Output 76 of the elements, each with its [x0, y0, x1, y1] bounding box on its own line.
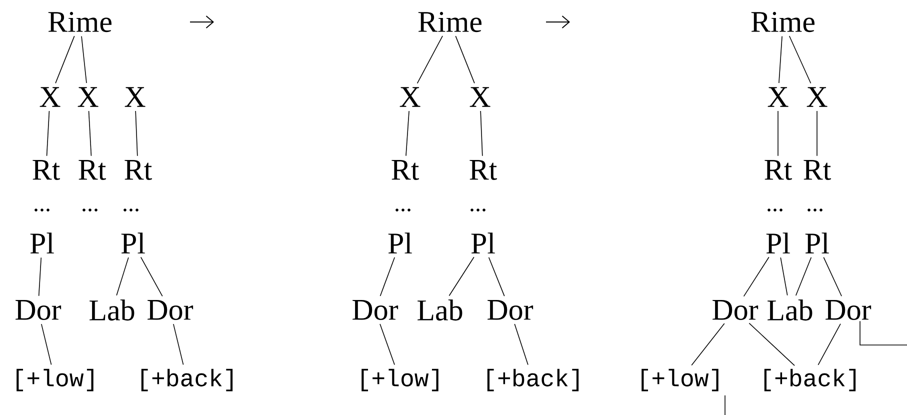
- node-label: Pl: [121, 232, 145, 254]
- node-label: [+back]: [764, 368, 856, 392]
- node-label: Rt: [804, 160, 831, 180]
- branch-line: [55, 36, 75, 84]
- node-label: Dor: [352, 300, 398, 320]
- branch-line: [788, 36, 812, 84]
- branch-line: [488, 257, 505, 296]
- node-label: Dor: [148, 300, 194, 320]
- node-label: Rt: [764, 160, 792, 180]
- ellipsis: ...: [82, 208, 98, 212]
- node-label: Dor: [16, 300, 62, 320]
- node-label: Rt: [78, 160, 106, 180]
- node-label: [+back]: [141, 368, 233, 392]
- node-label: X: [400, 87, 420, 107]
- branch-line: [748, 322, 795, 366]
- branch-line: [778, 36, 782, 84]
- node-label: X: [124, 87, 146, 107]
- node-label: X: [78, 87, 98, 107]
- ellipsis: ...: [396, 208, 410, 212]
- node-label: Rt: [392, 160, 419, 180]
- node-label: Lab: [90, 299, 134, 321]
- branch-line: [514, 324, 528, 366]
- branch-line: [38, 257, 42, 296]
- branch-line: [88, 110, 92, 156]
- node-label: Dor: [488, 300, 534, 320]
- node-label: [+back]: [487, 368, 579, 392]
- node-label: Rime: [751, 12, 814, 32]
- node-label: Rt: [470, 160, 497, 180]
- branch-line: [448, 256, 474, 296]
- node-label: [+low]: [642, 368, 718, 392]
- node-label: Lab: [768, 299, 812, 321]
- branch-line: [116, 257, 129, 296]
- branch-line: [41, 324, 52, 366]
- node-label: X: [806, 87, 828, 107]
- node-label: X: [768, 87, 788, 107]
- branch-line: [135, 110, 138, 156]
- branch-line: [860, 320, 907, 346]
- node-label: Rime: [418, 12, 482, 32]
- branch-line: [743, 256, 770, 297]
- branch-line: [780, 257, 788, 296]
- node-label: Rt: [32, 160, 60, 180]
- node-label: Dor: [826, 300, 872, 320]
- ellipsis: ...: [124, 208, 138, 212]
- branch-line: [416, 36, 443, 84]
- branch-line: [816, 110, 818, 156]
- node-label: [+low]: [16, 368, 94, 392]
- ellipsis: ...: [808, 208, 822, 212]
- ellipsis: ...: [768, 208, 782, 212]
- branch-line: [724, 395, 726, 415]
- node-label: Pl: [30, 232, 54, 254]
- ellipsis: ...: [470, 208, 486, 212]
- node-label: Dor: [712, 300, 758, 320]
- node-label: Pl: [471, 232, 495, 254]
- branch-line: [455, 36, 475, 84]
- node-label: [+low]: [362, 368, 438, 392]
- node-label: Rt: [124, 160, 152, 180]
- branch-line: [46, 110, 50, 156]
- branch-line: [173, 324, 184, 366]
- node-label: Lab: [418, 299, 462, 321]
- node-label: X: [40, 87, 60, 107]
- node-label: X: [470, 87, 490, 107]
- node-label: Pl: [388, 232, 412, 254]
- node-label: Rime: [48, 12, 112, 32]
- branch-line: [406, 110, 410, 156]
- node-label: Pl: [805, 232, 829, 254]
- branch-line: [691, 323, 725, 366]
- branch-line: [81, 36, 87, 84]
- branch-line: [818, 323, 841, 366]
- branch-line: [823, 256, 842, 297]
- branch-line: [140, 256, 163, 297]
- branch-line: [380, 324, 395, 366]
- node-label: Pl: [766, 232, 790, 254]
- branch-line: [795, 257, 812, 296]
- ellipsis: ...: [34, 208, 50, 212]
- branch-line: [480, 110, 483, 156]
- branch-line: [380, 257, 396, 296]
